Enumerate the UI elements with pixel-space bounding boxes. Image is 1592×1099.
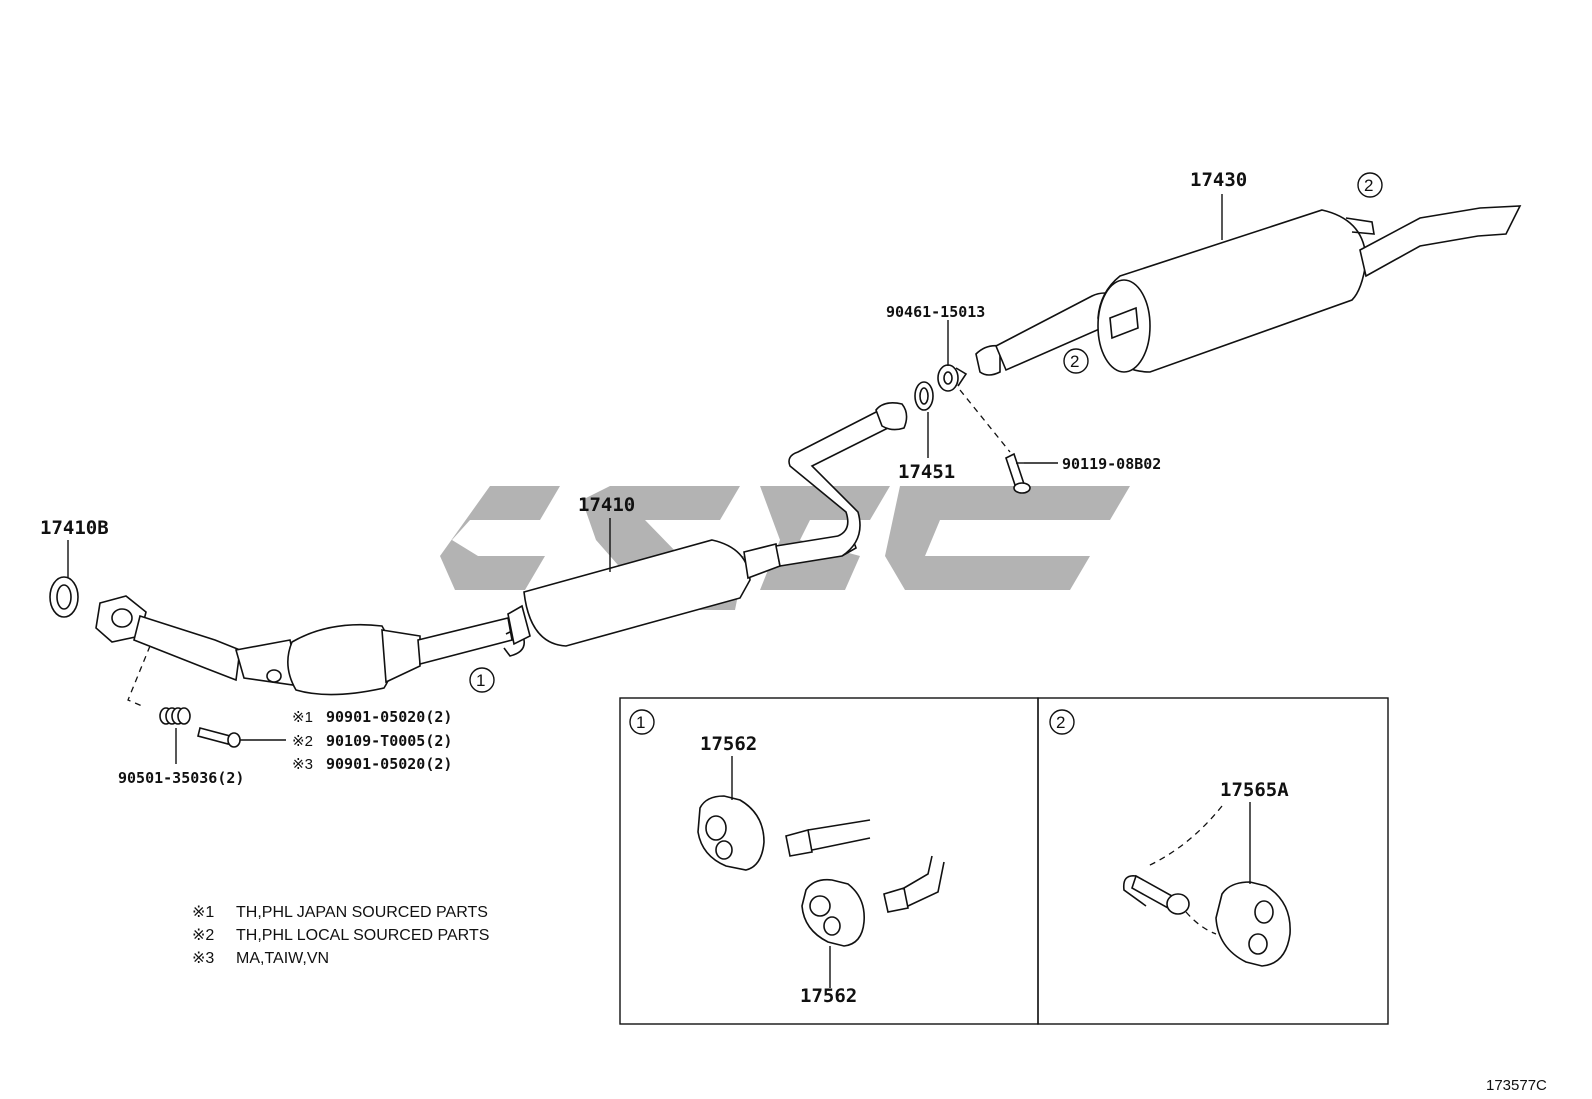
svg-text:2: 2 [1070,352,1079,371]
detail-box-1: 1 [619,697,1039,1025]
gasket-17410b[interactable] [49,576,79,618]
front-pipe-catalytic[interactable] [95,595,513,696]
note-2-text: TH,PHL LOCAL SOURCED PARTS [236,927,489,944]
leader-dash-17565a [1147,805,1223,867]
bolt-90119-08b02[interactable] [1005,452,1031,494]
leader-lines [67,194,1223,764]
label-90501-35036: 90501-35036(2) [118,769,244,787]
label-90461-15013: 90461-15013 [886,303,985,321]
hanger-17562-upper[interactable] [697,795,871,871]
label-17410: 17410 [578,494,635,516]
label-17565a: 17565A [1220,779,1289,801]
svg-text:2: 2 [1056,713,1065,732]
spring-90501-35036[interactable] [159,707,191,725]
leader-dash-17565a-b [1185,911,1217,935]
label-90119-08b02: 90119-08B02 [1062,455,1161,473]
note-2-marker: ※2 [192,927,214,944]
hanger-17562-lower[interactable] [801,855,945,947]
label-17562-lower: 17562 [800,985,857,1007]
note-3-text: MA,TAIW,VN [236,950,329,967]
label-variant-1: 90901-05020(2) [326,708,452,726]
footnotes: ※1 TH,PHL JAPAN SOURCED PARTS ※2 TH,PHL … [192,904,489,967]
bolt-90109-t0005[interactable] [197,727,241,748]
marker-2: ※2 [292,733,313,750]
gasket-17451[interactable] [914,381,934,411]
label-17451: 17451 [898,461,955,483]
marker-1: ※1 [292,709,313,726]
note-1-marker: ※1 [192,904,214,921]
tail-pipe-17430[interactable] [975,205,1522,376]
callout-2-mid: 2 [1063,348,1089,374]
callout-2-top: 2 [1357,172,1383,198]
nut-90461-15013[interactable] [937,364,968,392]
svg-text:1: 1 [476,671,485,690]
middle-pipe-17410[interactable] [507,402,908,647]
note-3-marker: ※3 [192,950,214,967]
svg-text:1: 1 [636,713,645,732]
label-variant-3: 90901-05020(2) [326,755,452,773]
callout-1-main: 1 [469,667,495,693]
label-variant-2: 90109-T0005(2) [326,732,452,750]
label-17562-upper: 17562 [700,733,757,755]
label-17430: 17430 [1190,169,1247,191]
diagram-code: 173577C [1486,1077,1547,1094]
detail-box-2: 2 [1037,697,1389,1025]
svg-text:2: 2 [1364,176,1373,195]
label-17410b: 17410B [40,517,109,539]
marker-3: ※3 [292,756,313,773]
note-1-text: TH,PHL JAPAN SOURCED PARTS [236,904,488,921]
hanger-17565a[interactable] [1122,874,1291,967]
